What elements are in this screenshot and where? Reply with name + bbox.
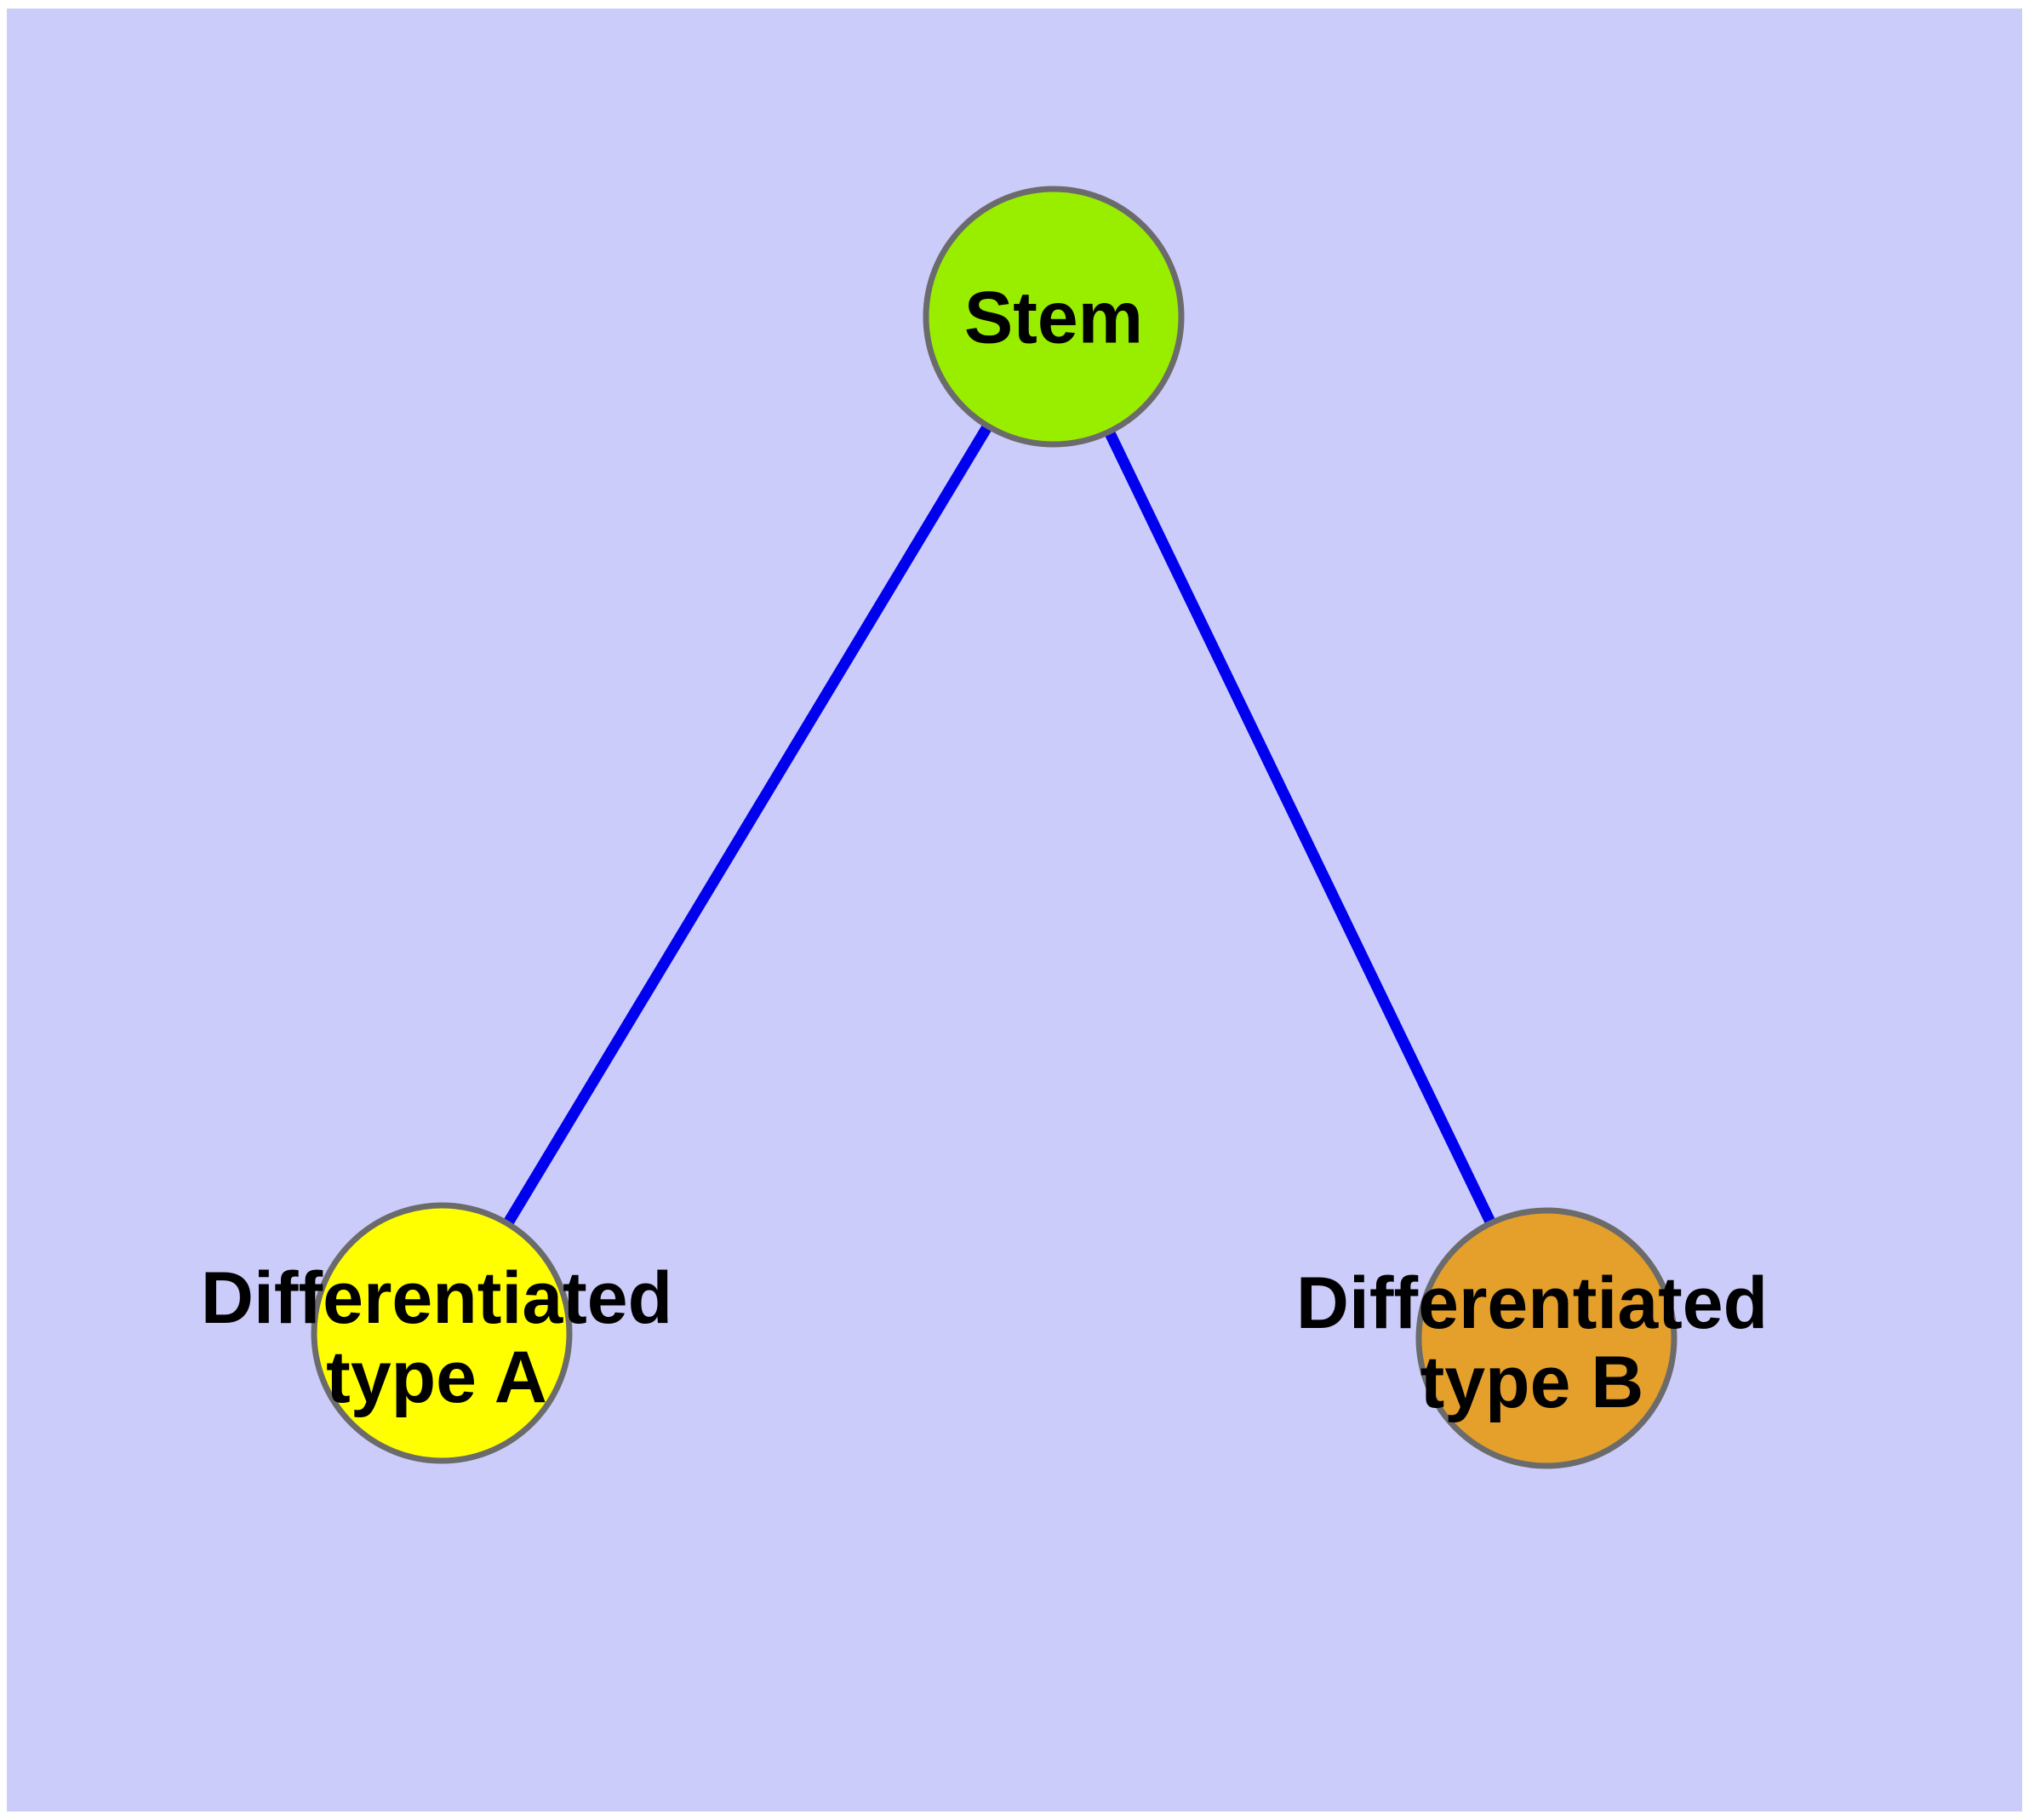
node-layer [311,186,1677,1469]
graph-edge-stem-to-a[interactable] [437,313,1059,1336]
graph-node-diff_b[interactable] [1415,1207,1677,1469]
graph-edge-stem-to-b[interactable] [1049,314,1552,1341]
graph-node-diff_a[interactable] [311,1202,573,1464]
graph-node-stem[interactable] [923,186,1185,448]
edge-layer [437,313,1552,1341]
